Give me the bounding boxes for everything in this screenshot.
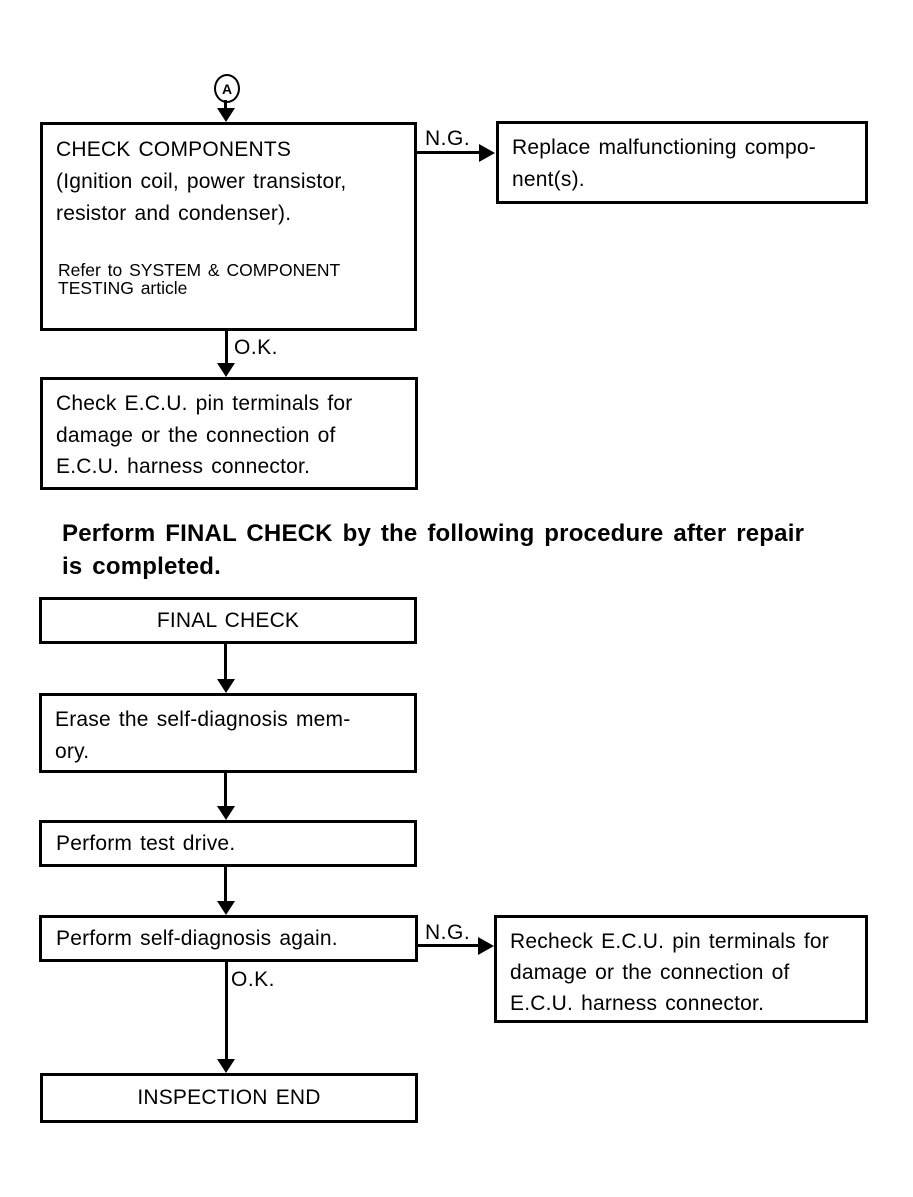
ng-arrow-top-shaft xyxy=(417,151,481,154)
box-text-line: damage or the connection of xyxy=(510,961,790,984)
box-recheck-ecu-terminals: Recheck E.C.U. pin terminals for damage … xyxy=(494,915,868,1023)
box-text-line: damage or the connection of xyxy=(56,423,336,447)
box-text-line: INSPECTION END xyxy=(137,1086,321,1109)
box-text-line: Erase the self-diagnosis mem- xyxy=(55,708,351,731)
box-text-line: Perform self-diagnosis again. xyxy=(56,926,338,950)
box-test-drive: Perform test drive. xyxy=(39,820,417,867)
heading-line: Perform FINAL CHECK by the following pro… xyxy=(62,520,805,547)
ok-arrow-bottom-shaft xyxy=(225,962,228,1059)
flow-arrow-shaft xyxy=(224,773,227,807)
connector-a-badge: A xyxy=(214,74,240,103)
box-note-line: Refer to SYSTEM & COMPONENT xyxy=(58,260,341,280)
box-text-line: (Ignition coil, power transistor, xyxy=(56,170,347,193)
box-text-line: ory. xyxy=(55,740,90,763)
entry-arrow-shaft xyxy=(224,100,227,112)
ok-label-bottom: O.K. xyxy=(231,968,276,991)
box-text-line: CHECK COMPONENTS xyxy=(56,138,292,161)
flow-arrowhead-down-icon xyxy=(217,901,235,915)
ok-arrowhead-down-icon xyxy=(217,363,235,377)
box-text-line: resistor and condenser). xyxy=(56,202,292,225)
ok-arrowhead-down-icon xyxy=(217,1059,235,1073)
box-text-line: E.C.U. harness connector. xyxy=(56,455,311,478)
ng-arrowhead-right-icon xyxy=(478,937,494,955)
box-text-line: Check E.C.U. pin terminals for xyxy=(56,392,353,415)
box-text-line: Replace malfunctioning compo- xyxy=(512,136,816,159)
box-check-components: CHECK COMPONENTS (Ignition coil, power t… xyxy=(40,122,417,331)
ok-arrow-top-shaft xyxy=(225,331,228,365)
box-text-line: nent(s). xyxy=(512,168,585,191)
box-text-line: FINAL CHECK xyxy=(156,608,300,632)
ng-arrowhead-right-icon xyxy=(479,144,495,162)
flow-arrowhead-down-icon xyxy=(217,679,235,693)
ng-label-top: N.G. xyxy=(425,127,471,150)
box-text-line: Recheck E.C.U. pin terminals for xyxy=(510,930,830,953)
box-text-line: Perform test drive. xyxy=(56,831,236,855)
ng-arrow-bottom-shaft xyxy=(418,944,480,947)
box-note-line: TESTING article xyxy=(58,278,188,298)
heading-line: is completed. xyxy=(62,553,221,580)
ok-label-top: O.K. xyxy=(234,336,279,359)
connector-a-label: A xyxy=(221,80,233,97)
flow-arrowhead-down-icon xyxy=(217,806,235,820)
box-replace-component: Replace malfunctioning compo- nent(s). xyxy=(496,121,868,204)
box-note: Refer to SYSTEM & COMPONENT TESTING arti… xyxy=(56,261,401,297)
flow-arrow-shaft xyxy=(224,644,227,681)
entry-arrowhead-down-icon xyxy=(217,108,235,122)
box-final-check: FINAL CHECK xyxy=(39,597,417,644)
box-self-diagnosis-again: Perform self-diagnosis again. xyxy=(39,915,418,962)
ng-label-bottom: N.G. xyxy=(425,921,471,944)
final-check-heading: Perform FINAL CHECK by the following pro… xyxy=(62,517,892,583)
box-text-line: E.C.U. harness connector. xyxy=(510,992,765,1015)
flow-arrow-shaft xyxy=(224,867,227,902)
box-erase-memory: Erase the self-diagnosis mem- ory. xyxy=(39,693,417,773)
box-inspection-end: INSPECTION END xyxy=(40,1073,418,1123)
box-check-ecu-terminals: Check E.C.U. pin terminals for damage or… xyxy=(40,377,418,490)
